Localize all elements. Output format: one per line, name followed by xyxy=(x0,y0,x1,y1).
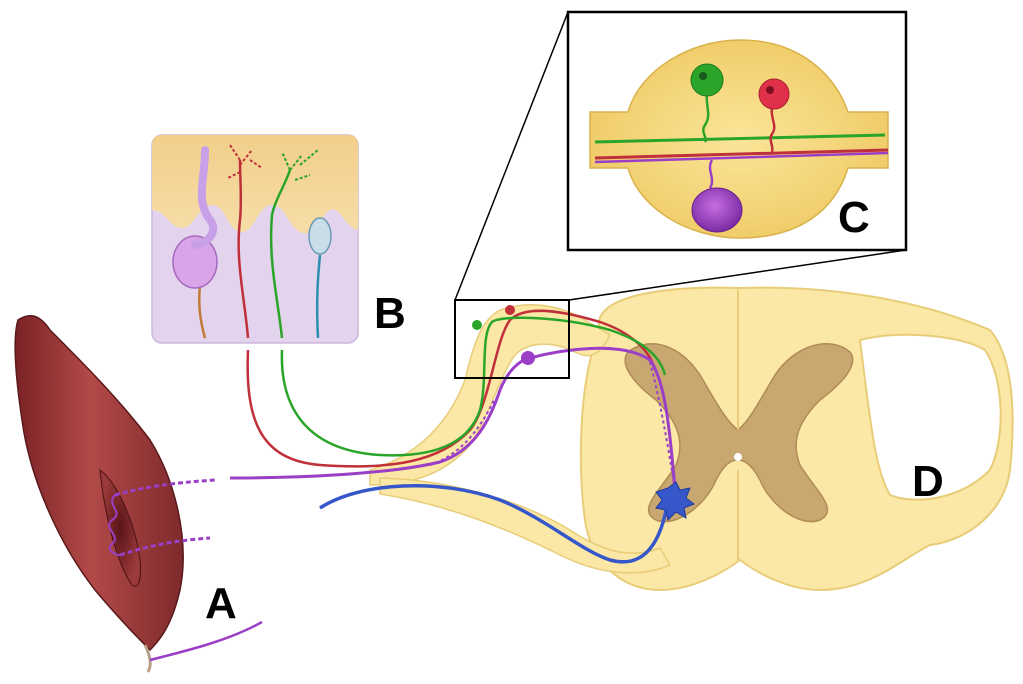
central-canal xyxy=(734,453,742,461)
label-a: A xyxy=(205,579,237,628)
dorsal-root-cell-green xyxy=(472,320,482,330)
inset-green-nucleus xyxy=(699,72,707,80)
dorsal-root-sheath xyxy=(370,305,610,485)
inset-purple-neuron xyxy=(692,188,742,232)
inset-red-nucleus xyxy=(766,86,774,94)
inset-red-neuron xyxy=(759,79,789,109)
inset-purple-stem xyxy=(710,160,712,188)
label-c: C xyxy=(838,193,870,242)
zoom-line-left xyxy=(455,12,568,300)
label-b: B xyxy=(374,289,406,338)
inset-green-neuron xyxy=(691,64,723,96)
skin-section xyxy=(152,135,358,343)
muscle-belly xyxy=(15,316,183,650)
dorsal-root-cell-red xyxy=(505,305,515,315)
dorsal-root-cell-purple xyxy=(521,351,535,365)
meissner-corpuscle xyxy=(309,218,331,254)
label-d: D xyxy=(912,457,944,506)
spinal-cord-cross-section xyxy=(581,288,1013,590)
